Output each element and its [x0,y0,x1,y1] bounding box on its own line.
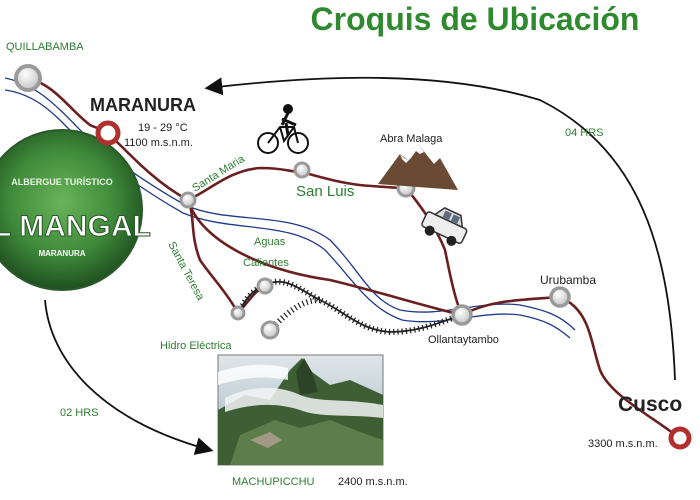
stop-urubamba [549,286,571,308]
label-abra-malaga: Abra Malaga [380,133,443,145]
label-cusco: Cusco [618,393,682,416]
machupicchu-altitude: 2400 m.s.n.m. [338,476,408,488]
mountain-icon [378,144,458,190]
stop-maranura [95,120,121,146]
arrow-to-machupicchu [44,299,214,455]
map-title: Croquis de Ubicación [311,1,640,37]
stop-markers [14,64,692,450]
cyclist-icon [257,104,309,154]
travel-arrows [44,76,676,455]
label-ollantaytambo: Ollantaytambo [428,334,499,346]
stop-hidro-electrica-b [260,320,280,340]
label-san-luis: San Luis [296,183,354,200]
time-to-machupicchu: 02 HRS [60,407,99,419]
logo-top-text: ALBERGUE TURÍSTICO [11,177,113,187]
stop-quillabamba [14,64,42,92]
arrow-cusco-to-maranura [204,76,676,381]
label-aguas-calientes-1: Aguas [254,236,286,248]
stop-santa-maria [179,191,197,209]
photo-machupicchu [217,354,384,466]
maranura-altitude: 1100 m.s.n.m. [124,137,193,149]
label-hidro-electrica: Hidro Eléctrica [160,340,232,352]
maranura-temp: 19 - 29 °C [138,122,188,134]
stop-ollantaytambo [451,304,473,326]
logo-bottom-text: MARANURA [38,249,85,258]
car-icon [421,207,468,246]
stop-aguas-calientes [256,277,274,295]
label-urubamba: Urubamba [540,273,596,287]
label-maranura: MARANURA [90,95,196,115]
label-quillabamba: QUILLABAMBA [6,41,84,53]
label-aguas-calientes-2: Calientes [243,257,289,269]
time-to-cusco: 04 HRS [565,127,604,139]
label-santa-teresa: Santa Teresa [165,240,206,303]
stop-san-luis [293,161,311,179]
logo-name: EL MANGAL [0,210,151,243]
albergue-logo: ALBERGUE TURÍSTICO EL MANGAL MARANURA [0,129,151,291]
stop-cusco [668,426,692,450]
label-machupicchu: MACHUPICCHU [232,476,315,488]
cusco-altitude: 3300 m.s.n.m. [588,438,658,450]
stop-hidro-electrica-a [230,305,246,321]
